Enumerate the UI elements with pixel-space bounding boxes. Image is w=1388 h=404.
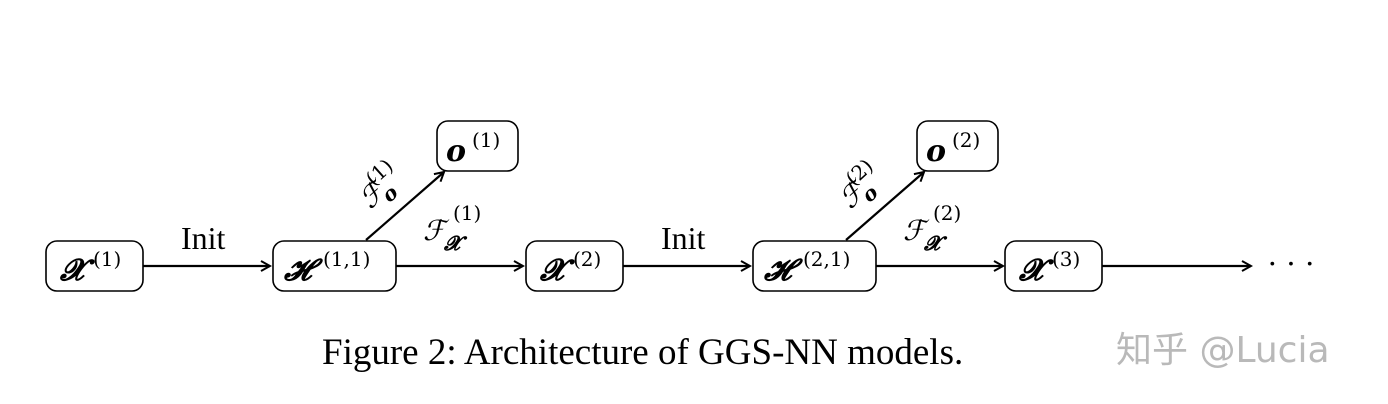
- watermark: 知乎 @Lucia: [1116, 330, 1330, 371]
- node-x3-sup: (3): [1052, 247, 1080, 271]
- node-x3: 𝓧 (3): [1004, 240, 1103, 292]
- figure-caption: Figure 2: Architecture of GGS-NN models.: [322, 332, 963, 373]
- edge-label-f-x-2: ℱ 𝓧 (2): [903, 201, 961, 255]
- edge-label-init-2: Init: [661, 220, 706, 256]
- node-h11: 𝓗 (1,1): [272, 240, 397, 292]
- node-h21-sup: (2,1): [803, 247, 850, 271]
- node-o1: 𝒐 (1): [436, 120, 519, 172]
- edges: [143, 172, 1251, 266]
- node-x2: 𝓧 (2): [525, 240, 624, 292]
- node-x1: 𝓧 (1): [45, 240, 144, 292]
- node-h21: 𝓗 (2,1): [752, 240, 877, 292]
- node-x2-sup: (2): [573, 247, 601, 271]
- node-o1-sup: (1): [472, 128, 500, 152]
- edge-h11-to-o1: [365, 172, 444, 241]
- ellipsis: · · ·: [1267, 245, 1315, 281]
- node-o1-base: 𝒐: [446, 134, 466, 169]
- node-h11-sup: (1,1): [323, 247, 370, 271]
- edge-label-f-x-1: ℱ 𝓧 (1): [423, 201, 481, 255]
- svg-text:(1): (1): [453, 201, 481, 225]
- svg-text:𝓧: 𝓧: [443, 231, 468, 255]
- node-o2-base: 𝒐: [926, 134, 946, 169]
- svg-text:(2): (2): [933, 201, 961, 225]
- node-o2-sup: (2): [952, 128, 980, 152]
- edge-label-init-1: Init: [181, 220, 226, 256]
- svg-text:𝓧: 𝓧: [923, 231, 948, 255]
- node-x1-sup: (1): [93, 247, 121, 271]
- edge-h21-to-o2: [845, 172, 924, 241]
- edge-label-f-o-2: ℱ 𝒐 (2): [833, 154, 883, 215]
- node-o2: 𝒐 (2): [916, 120, 999, 172]
- edge-label-f-o-1: ℱ 𝒐 (1): [353, 154, 403, 215]
